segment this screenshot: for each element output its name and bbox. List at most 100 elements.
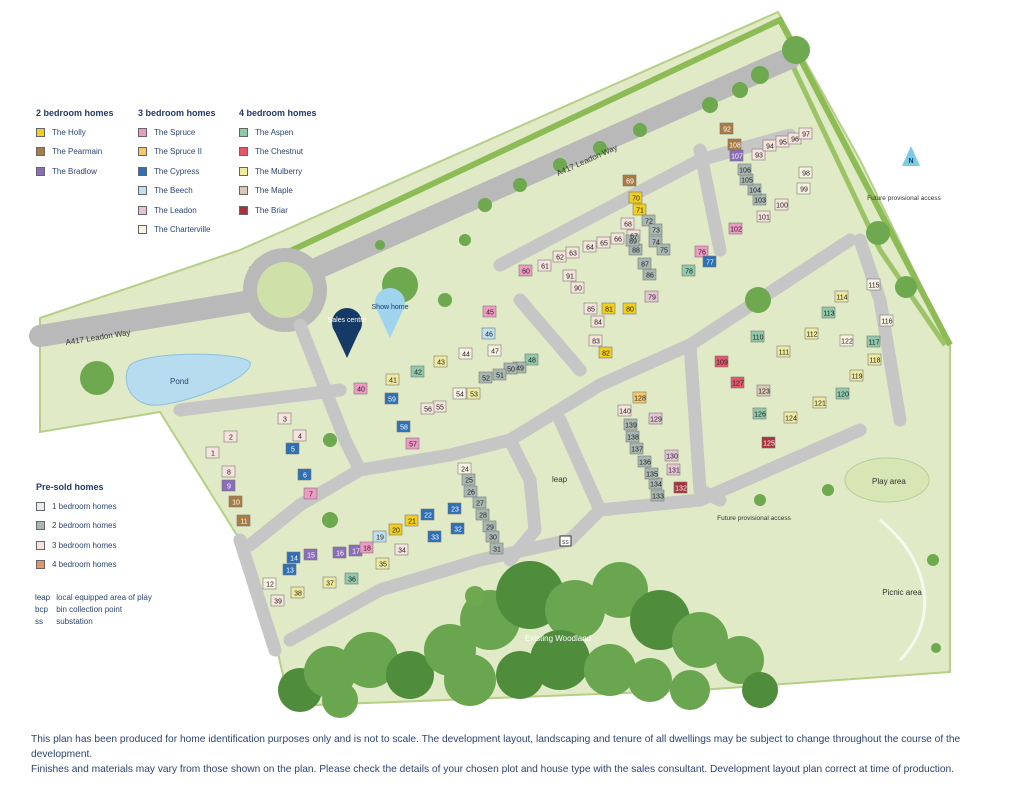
plot-number[interactable]: 77 xyxy=(706,260,714,267)
plot-124-house[interactable] xyxy=(783,411,798,424)
plot-58-house[interactable] xyxy=(396,420,411,433)
plot-number[interactable]: 7 xyxy=(309,492,313,499)
plot-121-house[interactable] xyxy=(812,396,827,409)
plot-number[interactable]: 52 xyxy=(482,376,490,383)
plot-11-house[interactable] xyxy=(236,514,251,527)
plot-84-house[interactable] xyxy=(590,315,605,328)
plot-number[interactable]: 70 xyxy=(632,196,640,203)
plot-32-house[interactable] xyxy=(450,522,465,535)
plot-number[interactable]: 116 xyxy=(881,319,892,326)
plot-number[interactable]: 127 xyxy=(732,381,744,388)
plot-80-house[interactable] xyxy=(622,302,637,315)
plot-69-house[interactable] xyxy=(622,174,637,187)
plot-70-house[interactable] xyxy=(628,191,643,204)
plot-number[interactable]: 111 xyxy=(779,350,790,357)
plot-53-house[interactable] xyxy=(466,387,481,400)
plot-40-house[interactable] xyxy=(353,382,368,395)
plot-number[interactable]: 6 xyxy=(303,473,307,480)
plot-137-house[interactable] xyxy=(629,442,644,455)
plot-5-house[interactable] xyxy=(285,442,300,455)
plot-number[interactable]: 136 xyxy=(639,460,651,467)
plot-number[interactable]: 44 xyxy=(462,352,470,359)
plot-number[interactable]: 13 xyxy=(286,568,294,575)
plot-9-house[interactable] xyxy=(221,479,236,492)
plot-number[interactable]: 48 xyxy=(528,358,536,365)
plot-26-house[interactable] xyxy=(463,485,478,498)
plot-99-house[interactable] xyxy=(796,182,811,195)
plot-number[interactable]: 119 xyxy=(851,374,862,381)
plot-79-house[interactable] xyxy=(644,290,659,303)
plot-77-house[interactable] xyxy=(702,255,717,268)
plot-127-house[interactable] xyxy=(730,376,745,389)
plot-number[interactable]: 63 xyxy=(569,251,577,258)
plot-131-house[interactable] xyxy=(666,463,681,476)
plot-28-house[interactable] xyxy=(475,508,490,521)
plot-number[interactable]: 108 xyxy=(729,143,741,150)
plot-number[interactable]: 19 xyxy=(376,535,384,542)
plot-37-house[interactable] xyxy=(322,576,337,589)
plot-number[interactable]: 79 xyxy=(648,295,656,302)
plot-102-house[interactable] xyxy=(728,222,743,235)
plot-number[interactable]: 94 xyxy=(766,144,774,151)
plot-number[interactable]: 75 xyxy=(660,248,668,255)
plot-number[interactable]: 38 xyxy=(294,591,302,598)
plot-44-house[interactable] xyxy=(458,347,473,360)
plot-number[interactable]: 105 xyxy=(741,178,753,185)
plot-number[interactable]: 45 xyxy=(486,310,494,317)
plot-4-house[interactable] xyxy=(292,429,307,442)
plot-8-house[interactable] xyxy=(221,465,236,478)
plot-81-house[interactable] xyxy=(601,302,616,315)
plot-138-house[interactable] xyxy=(625,430,640,443)
plot-number[interactable]: 60 xyxy=(522,269,530,276)
plot-136-house[interactable] xyxy=(637,455,652,468)
plot-number[interactable]: 129 xyxy=(650,417,662,424)
plot-19-house[interactable] xyxy=(372,530,387,543)
plot-85-house[interactable] xyxy=(583,302,598,315)
plot-98-house[interactable] xyxy=(798,166,813,179)
plot-number[interactable]: 106 xyxy=(739,168,751,175)
plot-number[interactable]: 117 xyxy=(868,340,879,347)
plot-number[interactable]: 66 xyxy=(614,237,622,244)
plot-number[interactable]: 95 xyxy=(779,140,787,147)
plot-number[interactable]: 130 xyxy=(666,454,678,461)
plot-number[interactable]: 87 xyxy=(641,262,649,269)
plot-number[interactable]: 83 xyxy=(592,339,600,346)
plot-126-house[interactable] xyxy=(752,407,767,420)
plot-number[interactable]: 36 xyxy=(348,577,356,584)
plot-number[interactable]: 67 xyxy=(630,234,638,241)
plot-72-house[interactable] xyxy=(641,214,656,227)
plot-number[interactable]: 93 xyxy=(755,153,763,160)
plot-number[interactable]: 64 xyxy=(586,245,594,252)
plot-number[interactable]: 30 xyxy=(489,535,497,542)
plot-number[interactable]: 76 xyxy=(698,250,706,257)
plot-number[interactable]: 3 xyxy=(283,417,287,424)
plot-60-house[interactable] xyxy=(518,264,533,277)
plot-number[interactable]: 98 xyxy=(802,171,810,178)
plot-35-house[interactable] xyxy=(375,557,390,570)
plot-number[interactable]: 59 xyxy=(388,397,396,404)
plot-number[interactable]: 113 xyxy=(823,311,834,318)
plot-number[interactable]: 121 xyxy=(814,401,826,408)
plot-number[interactable]: 131 xyxy=(668,468,680,475)
plot-number[interactable]: 26 xyxy=(467,490,475,497)
plot-number[interactable]: 123 xyxy=(758,389,770,396)
plot-number[interactable]: 91 xyxy=(566,274,574,281)
plot-number[interactable]: 23 xyxy=(451,507,459,514)
plot-number[interactable]: 24 xyxy=(461,467,469,474)
plot-140-house[interactable] xyxy=(617,404,632,417)
plot-139-house[interactable] xyxy=(623,418,638,431)
plot-118-house[interactable] xyxy=(867,353,882,366)
plot-75-house[interactable] xyxy=(656,243,671,256)
plot-number[interactable]: 82 xyxy=(602,351,610,358)
plot-number[interactable]: 101 xyxy=(758,215,770,222)
plot-64-house[interactable] xyxy=(582,240,597,253)
plot-7-house[interactable] xyxy=(303,487,318,500)
plot-number[interactable]: 25 xyxy=(465,478,473,485)
plot-21-house[interactable] xyxy=(404,514,419,527)
plot-106-house[interactable] xyxy=(737,163,752,176)
plot-111-house[interactable] xyxy=(776,345,791,358)
plot-3-house[interactable] xyxy=(277,412,292,425)
plot-23-house[interactable] xyxy=(447,502,462,515)
plot-number[interactable]: 35 xyxy=(379,562,387,569)
plot-52-house[interactable] xyxy=(478,371,493,384)
